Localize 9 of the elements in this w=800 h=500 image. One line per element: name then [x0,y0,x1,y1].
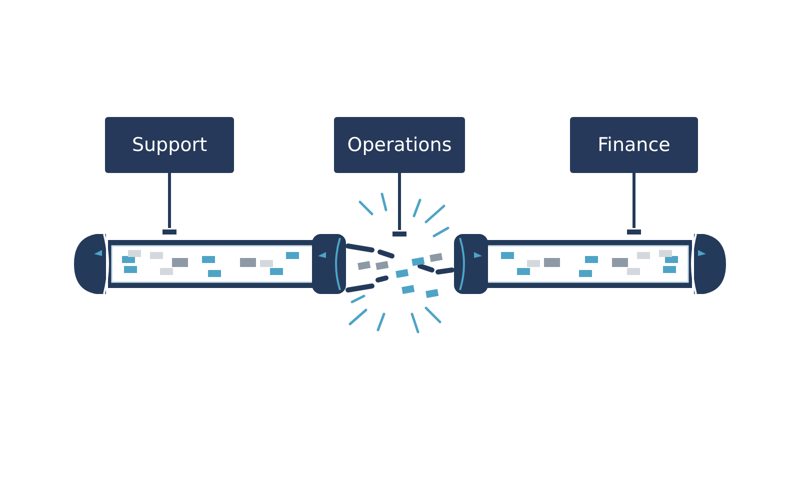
sign-post [390,173,409,236]
sign-board [570,117,698,173]
sign-post [160,173,179,234]
sign-label: Finance [598,134,670,156]
sign-post [624,173,644,234]
sign-board [105,117,234,173]
sign-label: Support [132,134,208,156]
sign-label: Operations [347,134,452,156]
sign-board [334,117,465,173]
